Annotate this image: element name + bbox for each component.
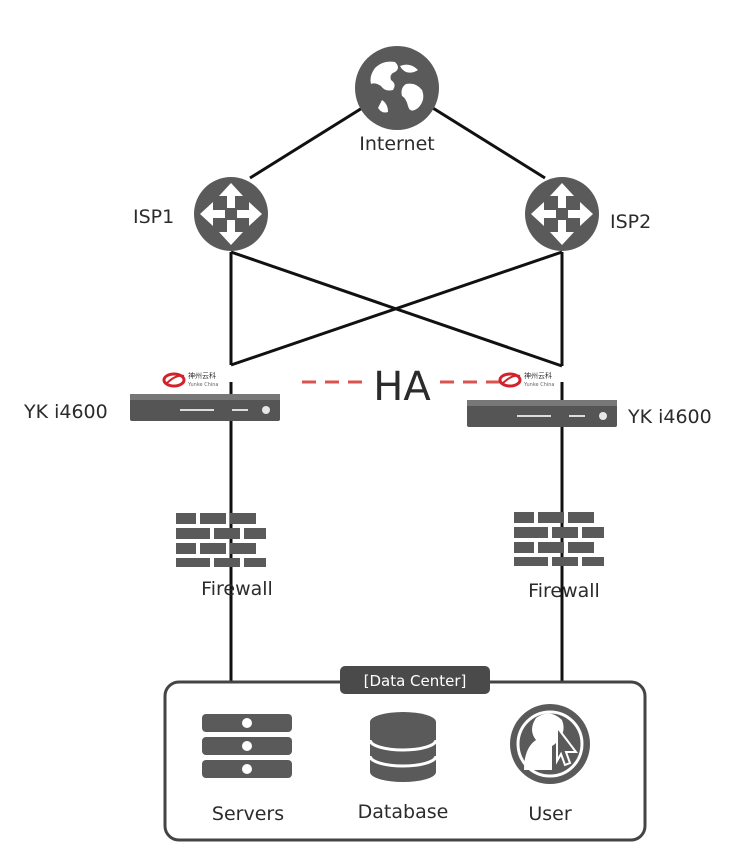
database-icon: [368, 712, 438, 782]
appliance-icon: [467, 400, 617, 427]
data-center-tag: [340, 666, 490, 694]
appliance-icon: [130, 394, 280, 421]
device-right-label: YK i4600: [627, 406, 712, 428]
device-left-label: YK i4600: [23, 401, 108, 423]
firewall-icon: [514, 512, 604, 566]
servers-label: Servers: [212, 803, 284, 825]
database-label: Database: [358, 801, 449, 823]
firewall-icon: [176, 513, 266, 567]
globe-icon: [355, 46, 439, 130]
isp1-label: ISP1: [133, 206, 174, 228]
firewall-right-label: Firewall: [528, 580, 600, 602]
brand-logo-text: 神州云科: [524, 371, 552, 380]
ha-label-bg: [366, 362, 438, 406]
internet-label: Internet: [359, 133, 434, 155]
brand-logo-left: 神州云科 Yunke China: [162, 371, 218, 388]
isp2-label: ISP2: [610, 211, 651, 233]
router-icon: [194, 177, 268, 251]
user-icon: [510, 704, 590, 784]
brand-logo-right: 神州云科 Yunke China: [498, 371, 554, 388]
brand-logo-subtext: Yunke China: [523, 382, 554, 388]
router-icon: [525, 177, 599, 251]
brand-logo-text: 神州云科: [188, 371, 216, 380]
brand-logo-subtext: Yunke China: [187, 382, 218, 388]
link-isp2-device-left: [230, 250, 563, 367]
link-internet-isp2: [419, 98, 546, 180]
link-internet-isp1: [249, 98, 376, 180]
ha-label: HA: [373, 364, 431, 410]
data-center-label: [Data Center]: [364, 672, 467, 690]
user-label: User: [528, 803, 571, 825]
firewall-left-label: Firewall: [201, 578, 273, 600]
server-icon: [202, 714, 292, 778]
